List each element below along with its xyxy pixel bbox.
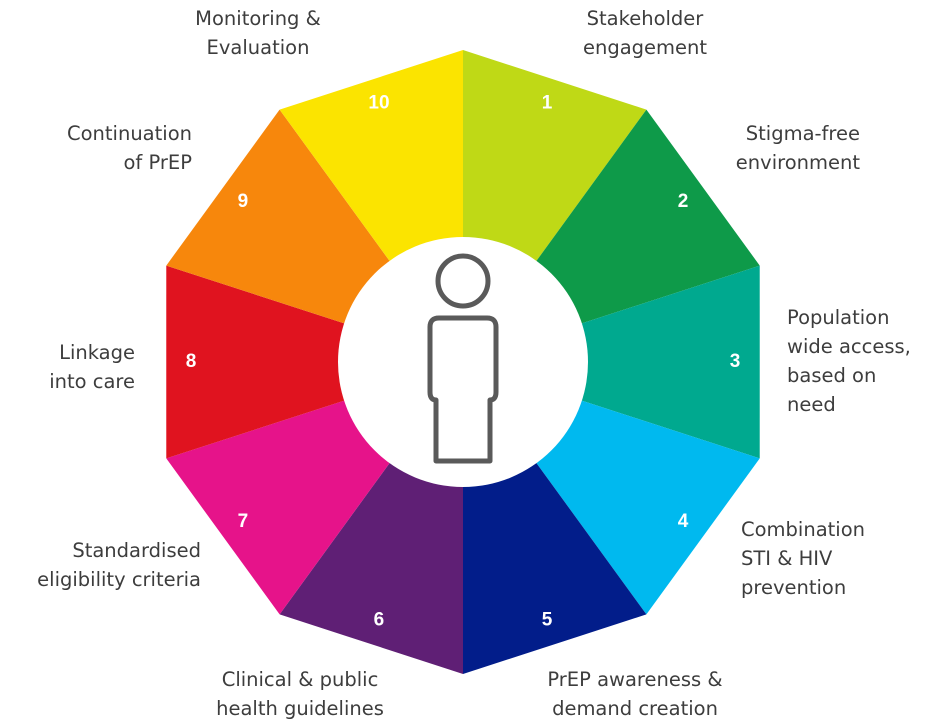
center-circle (338, 237, 588, 487)
label-line: engagement (582, 36, 708, 59)
segment-number-5: 5 (542, 610, 553, 631)
label-line: Population (787, 306, 890, 329)
label-stakeholder-engagement: Stakeholder engagement (555, 4, 735, 62)
label-combination-prevention: Combination STI & HIV prevention (741, 515, 911, 602)
label-line: of PrEP (123, 151, 192, 174)
segment-9 (166, 109, 393, 325)
label-clinical-guidelines: Clinical & public health guidelines (185, 665, 415, 723)
label-population-wide-access: Population wide access, based on need (787, 303, 925, 419)
label-line: into care (49, 370, 135, 393)
label-line: STI & HIV (741, 547, 833, 570)
segment-number-2: 2 (678, 191, 689, 212)
label-standardised-eligibility: Standardised eligibility criteria (0, 536, 201, 594)
segment-1 (463, 50, 647, 265)
label-line: Clinical & public (221, 668, 379, 691)
label-line: Monitoring & (195, 7, 321, 30)
segment-number-3: 3 (730, 351, 741, 372)
label-line: Combination (741, 518, 865, 541)
segment-7 (166, 399, 393, 615)
label-line: PrEP awareness & (547, 668, 723, 691)
label-line: based on (787, 364, 877, 387)
label-line: Continuation (67, 122, 192, 145)
label-line: need (787, 393, 836, 416)
label-line: Evaluation (206, 36, 310, 59)
segment-8 (166, 265, 349, 459)
label-line: demand creation (552, 697, 718, 720)
segment-number-6: 6 (374, 610, 385, 631)
label-monitoring-evaluation: Monitoring & Evaluation (168, 4, 348, 62)
segment-number-10: 10 (368, 92, 389, 113)
label-prep-awareness: PrEP awareness & demand creation (520, 665, 750, 723)
label-line: eligibility criteria (37, 568, 201, 591)
label-line: health guidelines (216, 697, 384, 720)
segment-number-1: 1 (542, 92, 553, 113)
segment-number-4: 4 (678, 511, 689, 532)
label-line: prevention (741, 576, 847, 599)
segment-number-8: 8 (186, 351, 197, 372)
segment-2 (533, 109, 760, 325)
label-linkage-into-care: Linkage into care (0, 338, 135, 396)
label-continuation-of-prep: Continuation of PrEP (0, 119, 192, 177)
segment-10 (279, 50, 463, 265)
label-line: wide access, (787, 335, 911, 358)
label-line: Stigma-free (745, 122, 860, 145)
label-line: Standardised (72, 539, 201, 562)
person-icon (427, 253, 499, 464)
label-line: environment (735, 151, 860, 174)
segment-6 (279, 459, 463, 674)
segment-4 (533, 399, 760, 615)
label-stigma-free-environment: Stigma-free environment (680, 119, 860, 177)
wheel-segments: 1 2 3 4 5 6 7 8 9 10 (166, 50, 760, 674)
segment-number-9: 9 (238, 191, 249, 212)
segment-5 (463, 459, 647, 674)
segment-number-7: 7 (238, 511, 249, 532)
label-line: Linkage (59, 341, 135, 364)
segment-3 (577, 265, 760, 459)
label-line: Stakeholder (586, 7, 704, 30)
